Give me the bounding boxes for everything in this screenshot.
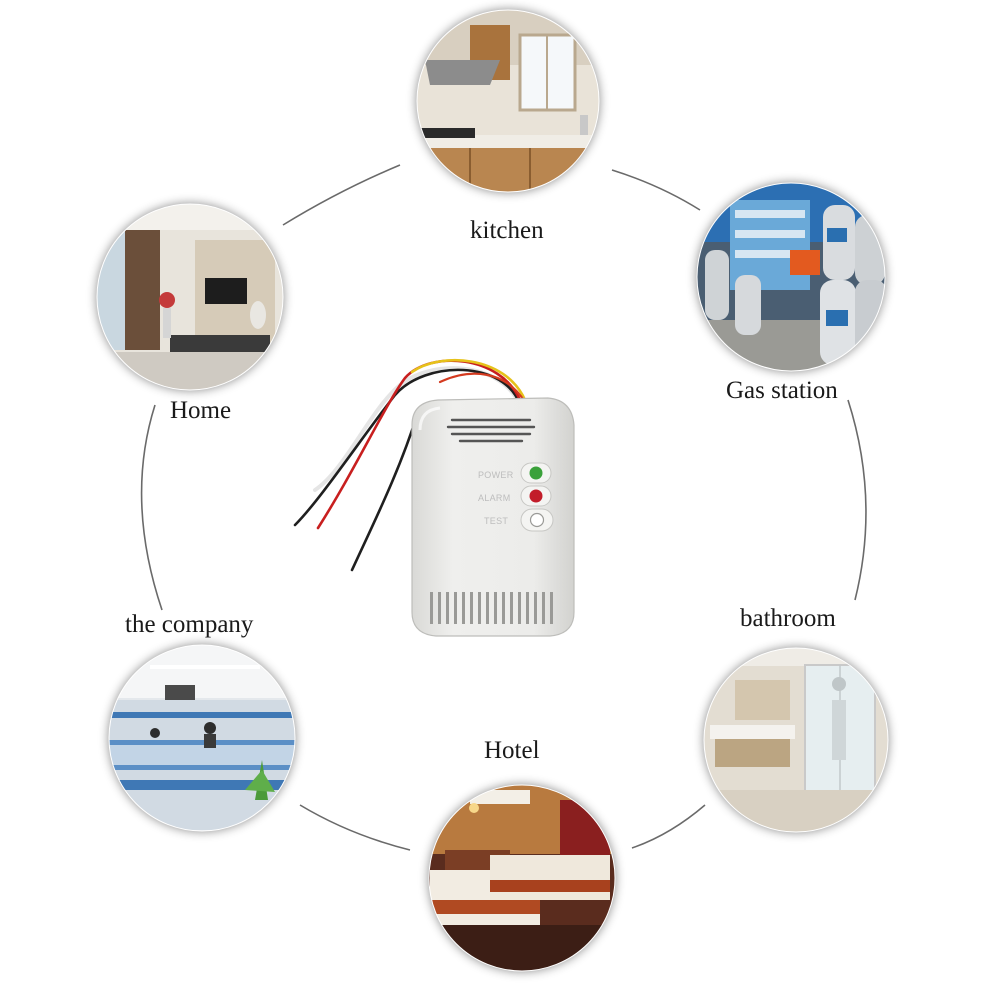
alarm-label: ALARM (478, 493, 511, 503)
kitchen-photo (416, 9, 600, 193)
alarm-led (529, 489, 543, 503)
label-kitchen: kitchen (470, 217, 544, 244)
gas-station-photo (696, 182, 886, 372)
bottom-vent (430, 592, 553, 624)
arc-home-kitchen (282, 164, 401, 226)
label-bathroom: bathroom (740, 605, 836, 632)
label-gas-station: Gas station (726, 377, 838, 404)
label-hotel: Hotel (484, 737, 540, 764)
arc-company-hotel (299, 804, 411, 851)
connector-arcs (140, 164, 867, 851)
device-body (411, 397, 575, 637)
arc-kitchen-gas (611, 169, 701, 211)
label-company: the company (125, 611, 254, 638)
top-vent (446, 418, 536, 443)
label-home: Home (170, 397, 232, 424)
arc-home-company (140, 404, 163, 611)
test-button[interactable] (529, 512, 545, 528)
bathroom-photo (703, 647, 889, 833)
office-photo (108, 644, 296, 832)
device-wires (293, 358, 527, 572)
home-photo (96, 203, 284, 391)
gas-detector-device: POWER ALARM TEST (293, 358, 575, 637)
arc-hotel-bathroom (631, 804, 706, 849)
arc-gas-bathroom (847, 399, 867, 601)
power-led (529, 466, 543, 480)
hotel-photo (428, 784, 616, 972)
power-label: POWER (478, 470, 514, 480)
test-label: TEST (484, 516, 508, 526)
